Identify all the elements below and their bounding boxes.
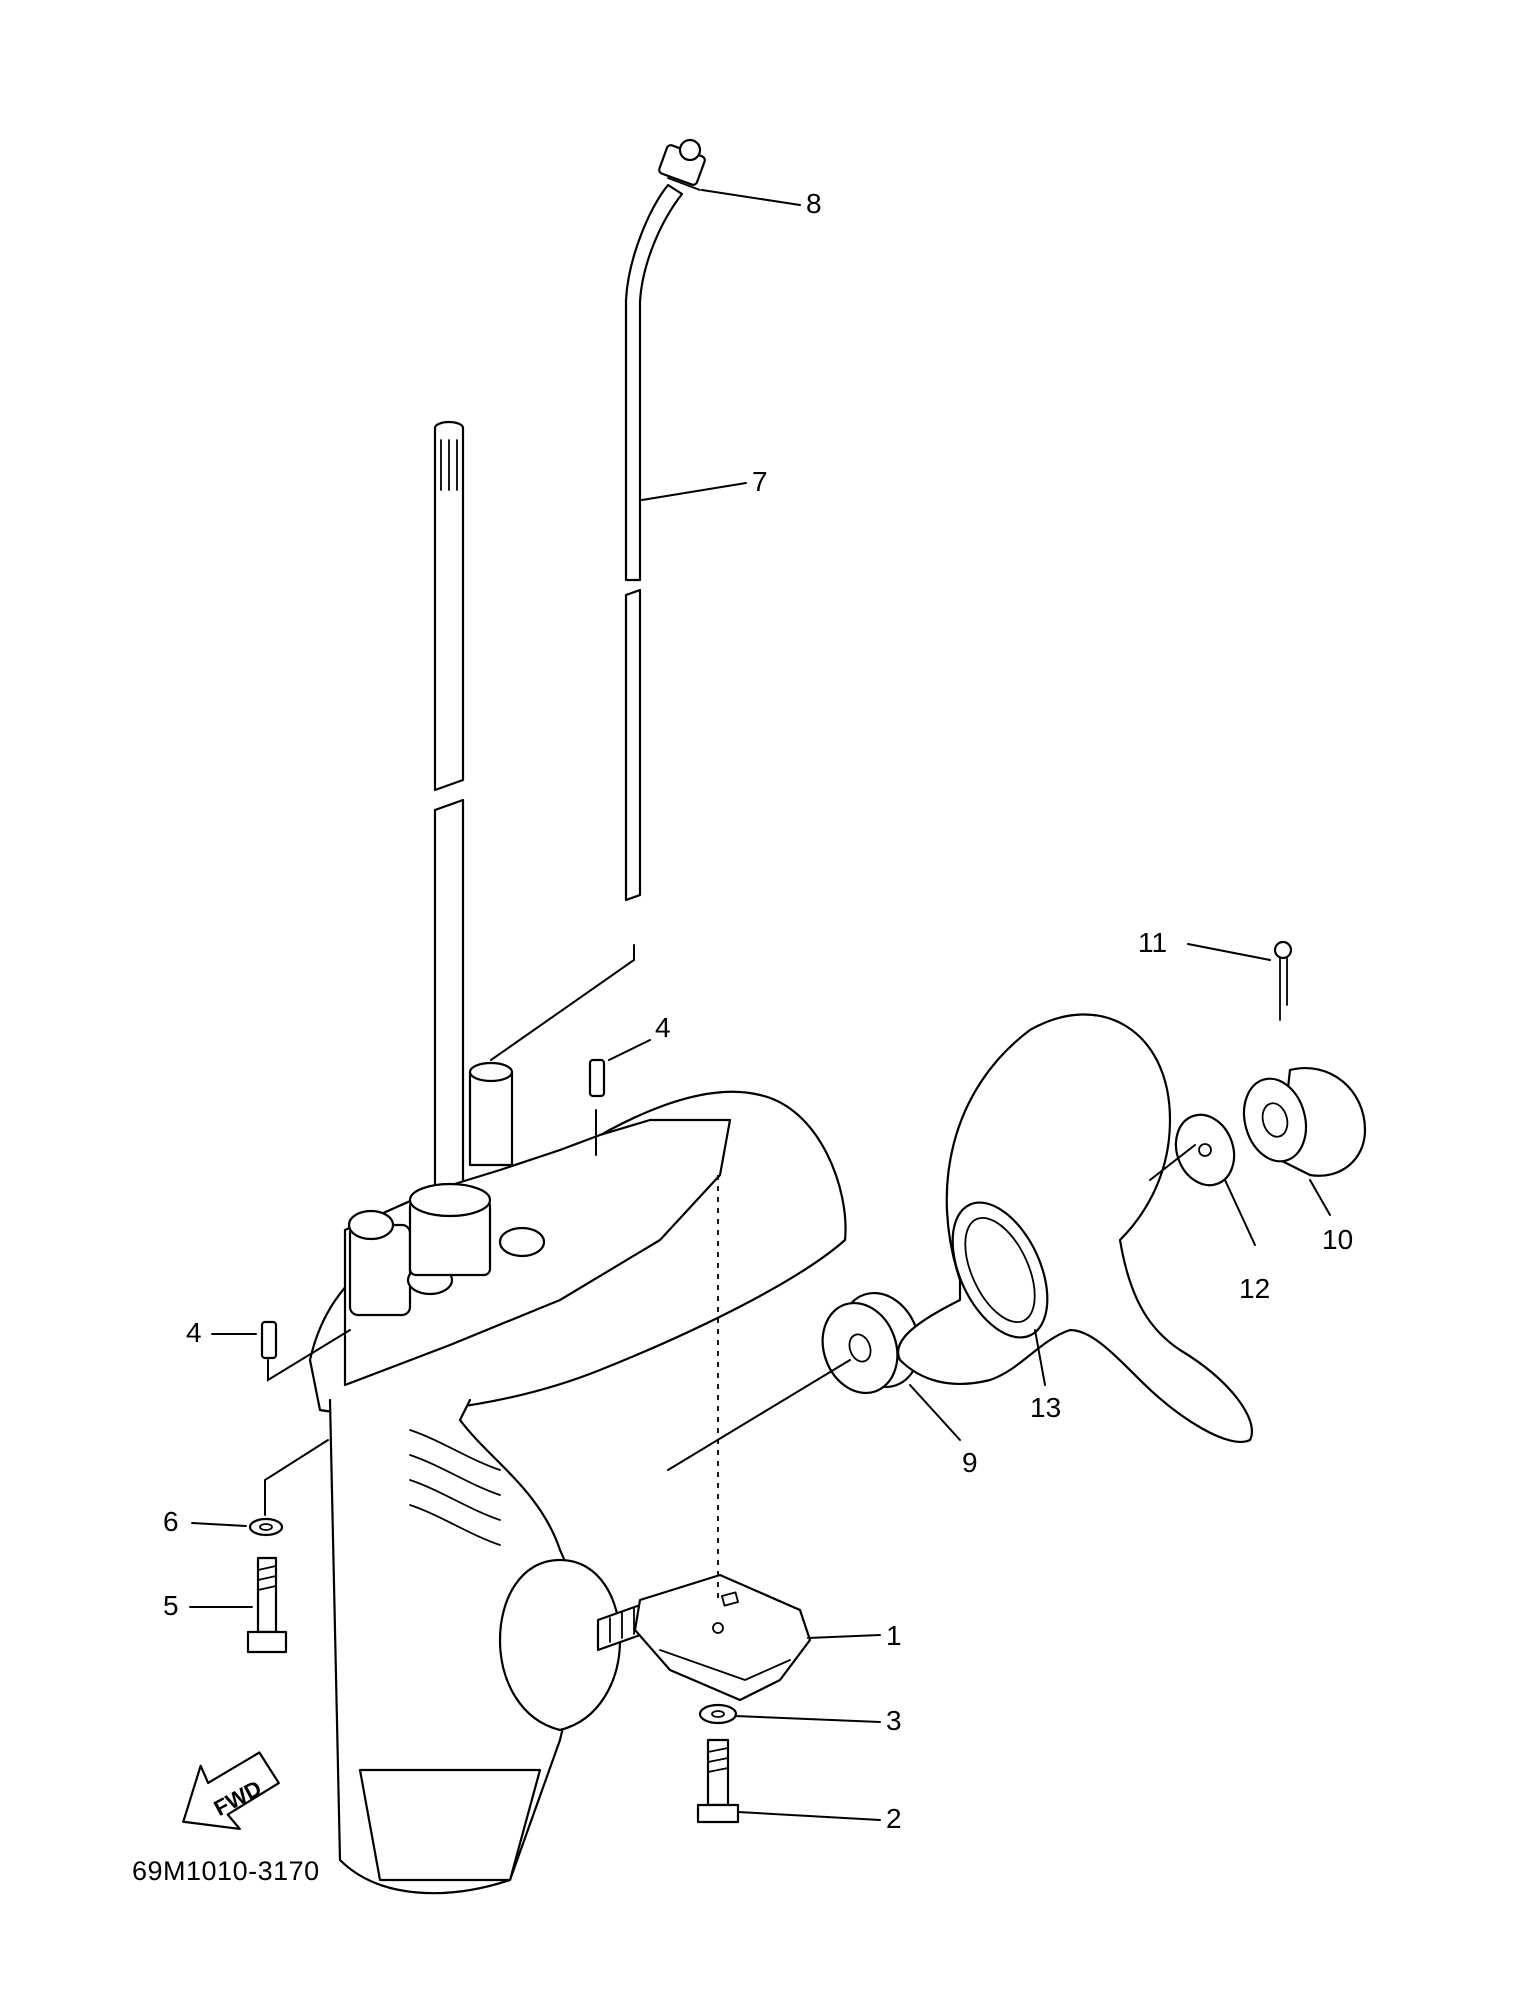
leader-lines (189, 189, 1331, 1821)
drive-shaft (433, 420, 465, 1202)
bolt-part-5 (246, 1556, 288, 1654)
washer-part-12 (1174, 1113, 1236, 1187)
anode-part-1 (633, 1573, 812, 1702)
callout-6: 6 (163, 1506, 179, 1537)
hose-connector-part-8 (658, 138, 706, 191)
propeller-part-13 (897, 1013, 1253, 1443)
washer-part-6 (248, 1517, 284, 1537)
callout-7: 7 (752, 466, 768, 497)
callout-4-left: 4 (186, 1317, 202, 1348)
callout-9: 9 (962, 1447, 978, 1478)
callout-2: 2 (886, 1803, 902, 1834)
callout-4-right: 4 (655, 1012, 671, 1043)
propeller-nut-part-10 (1242, 1067, 1367, 1177)
lower-case-housing (308, 1061, 847, 1895)
callout-10: 10 (1322, 1224, 1353, 1255)
callout-11: 11 (1138, 927, 1167, 958)
callout-labels: 1 2 3 4 4 5 6 7 8 9 10 11 12 13 (163, 188, 1353, 1834)
washer-part-3 (698, 1703, 738, 1725)
dowel-pin-part-4-right (588, 1058, 606, 1098)
callout-3: 3 (886, 1705, 902, 1736)
thrust-washer-part-9 (821, 1291, 921, 1395)
dowel-pin-part-4-left (260, 1320, 278, 1360)
diagram-part-number: 69M1010-3170 (132, 1856, 320, 1886)
water-hose-part-7 (624, 183, 684, 902)
cotter-pin-part-11 (1273, 940, 1293, 1021)
callout-8: 8 (806, 188, 822, 219)
callout-12: 12 (1239, 1273, 1270, 1304)
callout-13: 13 (1030, 1392, 1061, 1423)
fwd-arrow: FWD (182, 1751, 280, 1831)
callout-5: 5 (163, 1590, 179, 1621)
bolt-part-2 (696, 1738, 740, 1824)
callout-1: 1 (886, 1620, 902, 1651)
